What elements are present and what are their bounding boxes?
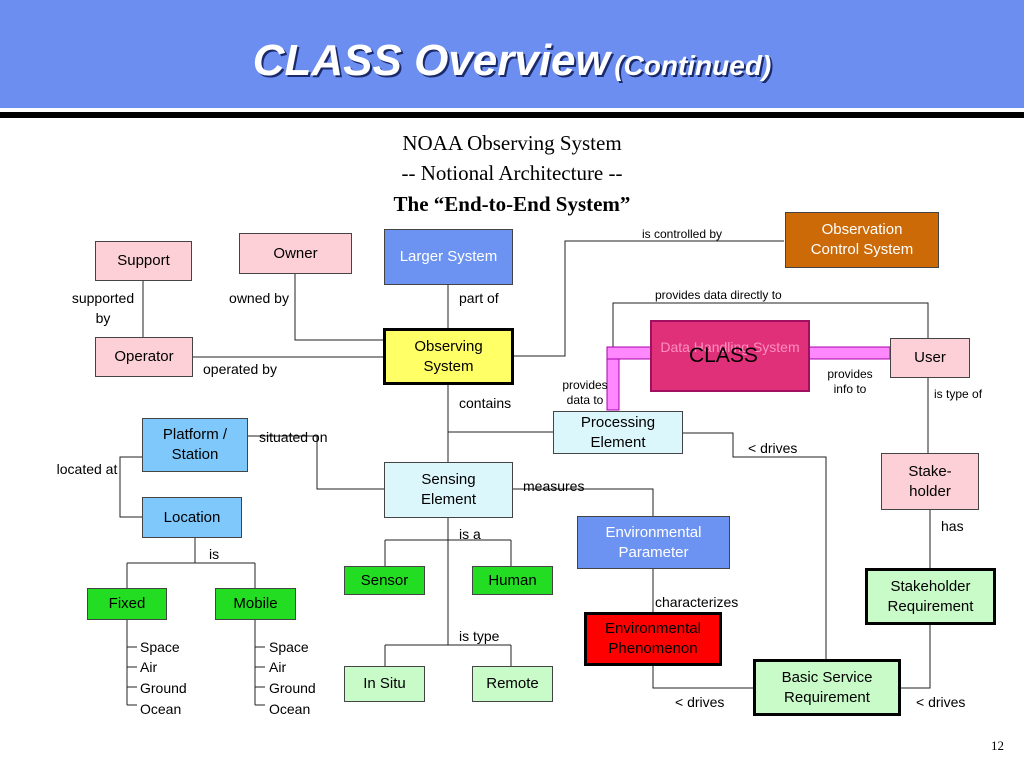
sensor-node: Sensor [344, 566, 425, 595]
mobile-kind-item: Space [269, 639, 309, 655]
heading-line-3: The “End-to-End System” [393, 192, 631, 216]
fixed-kind-item: Ground [140, 680, 187, 696]
fixed-kind-item: Ocean [140, 701, 182, 717]
rel-situated-on: situated on [259, 429, 328, 445]
observation-control-node: Observation Control System [785, 212, 939, 268]
rel-drives-processing: < drives [748, 440, 798, 456]
mobile-kind-item: Ocean [269, 701, 311, 717]
rel-characterizes: characterizes [655, 594, 739, 610]
rel-is-a: is a [459, 526, 481, 542]
mobile-node: Mobile [215, 588, 296, 620]
rel-is-controlled-by: is controlled by [642, 227, 723, 241]
remote-node: Remote [472, 666, 553, 702]
rel-located-at: located at [56, 461, 118, 477]
link-stakeholder-basic [901, 624, 931, 689]
class-label: CLASS [689, 344, 758, 367]
link-observing-control [514, 240, 784, 357]
header-rule [0, 112, 1024, 118]
owner-node: Owner [239, 233, 352, 274]
heading-line-1: NOAA Observing System [402, 131, 622, 155]
data-handling-system-node [650, 320, 810, 392]
link-owner-observing [294, 274, 383, 341]
rel-provides-data-to: provides data to [562, 378, 608, 407]
rel-is-type-of: is type of [934, 387, 983, 401]
rel-drives-phenomenon: < drives [675, 694, 725, 710]
location-node: Location [142, 497, 242, 538]
stakeholder-requirement-node: Stakeholder Requirement [865, 568, 996, 625]
link-processing-basic [683, 432, 827, 659]
support-node: Support [95, 241, 192, 281]
link-platform-location [119, 456, 148, 518]
rel-has: has [941, 518, 964, 534]
rel-operated-by: operated by [203, 361, 277, 377]
rel-contains: contains [459, 395, 512, 411]
rel-provides-info-to: provides info to [827, 367, 873, 396]
rel-measures: measures [523, 478, 585, 494]
slide-header [0, 0, 1024, 108]
rel-provides-data-directly-to: provides data directly to [655, 288, 782, 302]
processing-element-node: Processing Element [553, 411, 683, 454]
fixed-kinds-bracket [126, 620, 137, 706]
heading-line-2: -- Notional Architecture -- [401, 161, 623, 185]
fixed-kind-item: Space [140, 639, 180, 655]
class-connector-horizontal [606, 346, 652, 360]
mobile-kind-item: Ground [269, 680, 316, 696]
user-node: User [890, 338, 970, 378]
rel-part-of: part of [459, 290, 499, 306]
class-connector-right [807, 346, 891, 360]
environmental-phenomenon-node: Environmental Phenomenon [584, 612, 722, 666]
stakeholder-node: Stake-holder [881, 453, 979, 510]
larger-system-node: Larger System [384, 229, 513, 285]
in-situ-node: In Situ [344, 666, 425, 702]
human-node: Human [472, 566, 553, 595]
basic-service-requirement-node: Basic Service Requirement [753, 659, 901, 716]
class-connectors [606, 346, 891, 411]
rel-is-type: is type [459, 628, 500, 644]
platform-station-node: Platform / Station [142, 418, 248, 472]
observing-system-node: Observing System [383, 328, 514, 385]
data-handling-system-label: Data Handling System [660, 339, 800, 355]
link-istype [384, 540, 512, 666]
link-platform-sensing [248, 435, 385, 490]
link-provides-directly [612, 302, 929, 347]
link-phenomenon-basic [652, 666, 753, 689]
rel-drives-stakeholder: < drives [916, 694, 966, 710]
environmental-parameter-node: Environmental Parameter [577, 516, 730, 569]
title-main: CLASS Overview [252, 36, 610, 85]
rel-is: is [209, 546, 220, 562]
rel-supported-by: supported by [71, 290, 135, 326]
mobile-kind-item: Air [269, 659, 287, 675]
link-sensing-param [513, 488, 654, 516]
mobile-kinds-bracket [254, 620, 265, 706]
operator-node: Operator [95, 337, 193, 377]
sensing-element-node: Sensing Element [384, 462, 513, 518]
page-number: 12 [991, 738, 1004, 753]
link-location-kinds [126, 538, 256, 588]
fixed-kind-item: Air [140, 659, 158, 675]
slide-title: CLASS Overview (Continued) [0, 36, 1024, 86]
fixed-node: Fixed [87, 588, 167, 620]
rel-owned-by: owned by [229, 290, 289, 306]
title-sub: (Continued) [614, 50, 772, 81]
